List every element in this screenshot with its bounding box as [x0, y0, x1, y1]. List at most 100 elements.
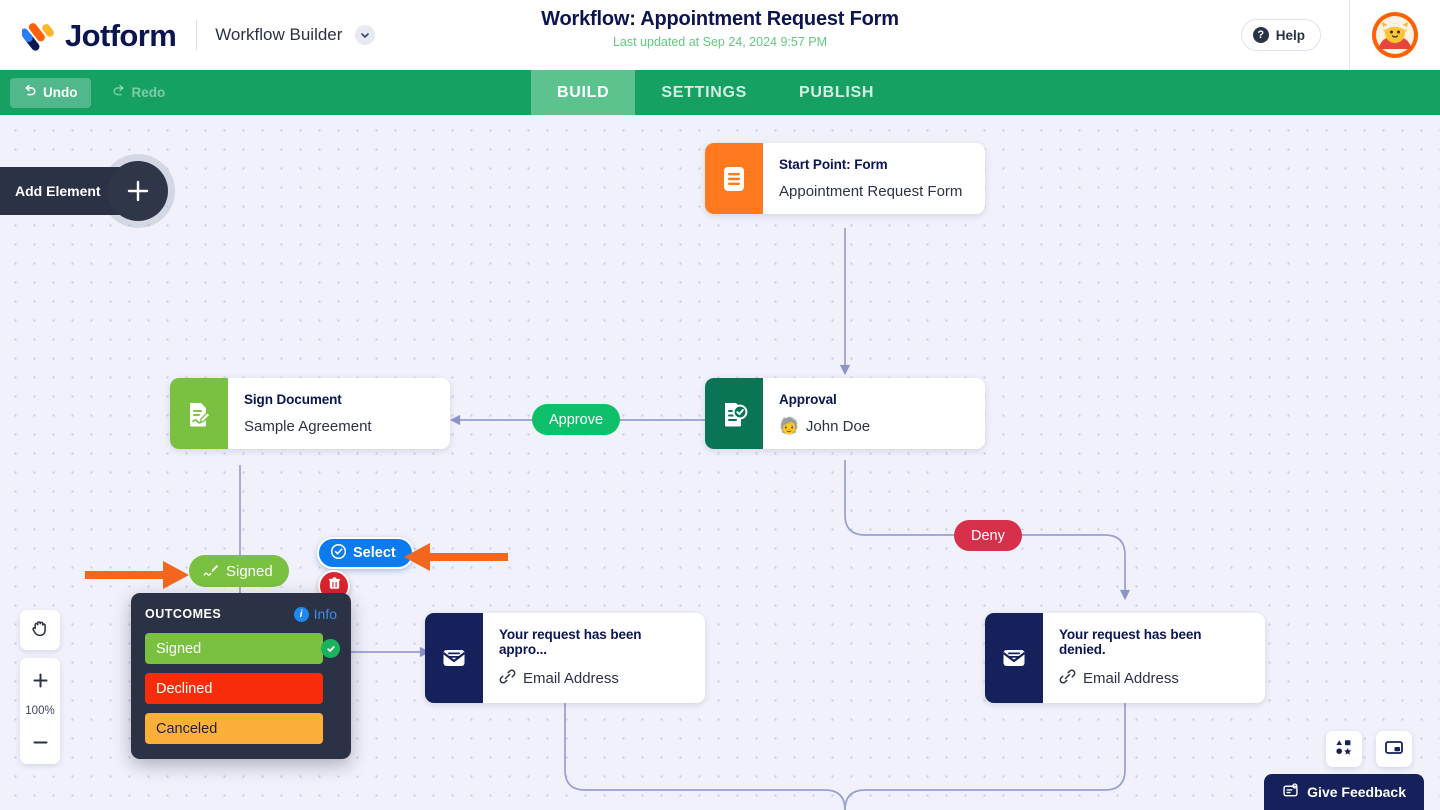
edge-label-text: Signed [226, 562, 273, 580]
zoom-in-button[interactable] [24, 664, 56, 696]
pan-tool-button[interactable] [20, 610, 60, 650]
undo-redo-group: Undo Redo [0, 77, 179, 108]
info-label: Info [313, 606, 337, 622]
approval-check-document-icon [705, 378, 763, 449]
select-button[interactable]: Select [317, 537, 414, 569]
jotform-logo-icon [20, 18, 56, 52]
edge-label-approve[interactable]: Approve [532, 404, 621, 435]
header-divider [196, 20, 198, 50]
node-title: Your request has been appro... [499, 627, 642, 657]
outcome-row[interactable]: Declined [145, 673, 337, 704]
signature-pen-icon [202, 560, 220, 582]
select-button-label: Select [353, 545, 396, 561]
node-email-denied[interactable]: Your request has been denied. Email Addr… [985, 613, 1265, 703]
outcomes-panel[interactable]: OUTCOMES i Info Signed Declined [131, 593, 351, 759]
node-subtitle: 🧓 John Doe [779, 418, 870, 435]
undo-label: Undo [43, 85, 78, 100]
envelope-icon [425, 613, 483, 703]
outcome-option-declined[interactable]: Declined [145, 673, 323, 704]
outcomes-info-link[interactable]: i Info [293, 606, 337, 622]
node-subtitle: Sample Agreement [244, 418, 372, 435]
undo-arrow-icon [23, 84, 37, 101]
add-element-label: Add Element [15, 183, 101, 199]
node-text-block: Start Point: Form Appointment Request Fo… [763, 143, 980, 214]
outcome-row[interactable]: Signed [145, 633, 340, 664]
outcomes-header: OUTCOMES i Info [145, 606, 337, 622]
build-toolbar: Undo Redo BUILD SETTINGS PUBLISH [0, 70, 1440, 115]
product-switcher[interactable]: Workflow Builder [215, 25, 375, 46]
redo-button[interactable]: Redo [99, 78, 179, 108]
trash-icon [327, 576, 342, 596]
feedback-icon [1282, 782, 1299, 802]
form-document-icon [705, 143, 763, 214]
node-subtitle: Email Address [499, 668, 687, 689]
help-button[interactable]: ? Help [1240, 19, 1321, 51]
info-icon: i [293, 606, 309, 622]
edge-label-deny[interactable]: Deny [954, 520, 1022, 551]
outcome-option-canceled[interactable]: Canceled [145, 713, 323, 744]
node-sign-document[interactable]: Sign Document Sample Agreement [170, 378, 450, 449]
node-subtitle-text: John Doe [805, 418, 871, 435]
tab-publish[interactable]: PUBLISH [799, 83, 875, 101]
outcome-row[interactable]: Canceled [145, 713, 337, 744]
assignee-avatar-emoji: 🧓 [779, 417, 799, 435]
zoom-level-label: 100% [25, 705, 55, 717]
edge-label-signed[interactable]: Signed [189, 555, 289, 587]
outcome-option-signed[interactable]: Signed [145, 633, 323, 664]
minimap-button[interactable] [1376, 731, 1412, 767]
node-title: Your request has been denied. [1059, 627, 1202, 657]
minimap-icon [1383, 736, 1405, 763]
node-text-block: Your request has been denied. Email Addr… [1043, 613, 1265, 703]
shapes-legend-button[interactable] [1326, 731, 1362, 767]
zoom-out-button[interactable] [24, 726, 56, 758]
undo-button[interactable]: Undo [10, 77, 91, 108]
outcome-label: Declined [156, 680, 213, 697]
node-text-block: Your request has been appro... Email Add… [483, 613, 705, 703]
node-text-block: Sign Document Sample Agreement [228, 378, 390, 449]
edge-label-text: Deny [971, 527, 1005, 544]
node-subtitle-text: Email Address [523, 670, 619, 687]
tab-build[interactable]: BUILD [531, 70, 636, 115]
brand-area[interactable]: Jotform [0, 17, 177, 53]
workflow-canvas[interactable]: Add Element Start Point: Form Appointmen… [0, 115, 1440, 810]
node-title: Approval [779, 392, 837, 407]
help-label: Help [1275, 27, 1305, 43]
check-circle-filled-icon [321, 639, 340, 658]
shapes-legend-icon [1334, 737, 1354, 762]
plus-icon[interactable] [108, 161, 168, 221]
avatar[interactable] [1372, 12, 1418, 58]
node-subtitle: Email Address [1059, 668, 1247, 689]
node-title: Sign Document [244, 392, 342, 407]
header-actions: ? Help [1240, 0, 1440, 70]
node-title: Start Point: Form [779, 157, 888, 172]
node-subtitle-text: Email Address [1083, 670, 1179, 687]
product-label: Workflow Builder [215, 24, 343, 44]
outcome-label: Signed [156, 640, 202, 657]
tab-settings[interactable]: SETTINGS [661, 83, 747, 101]
node-approval[interactable]: Approval 🧓 John Doe [705, 378, 985, 449]
redo-arrow-icon [112, 84, 126, 101]
top-header-bar: Jotform Workflow Builder Workflow: Appoi… [0, 0, 1440, 70]
envelope-icon [985, 613, 1043, 703]
give-feedback-label: Give Feedback [1307, 784, 1406, 800]
outcomes-title: OUTCOMES [145, 607, 222, 621]
zoom-controls: 100% [20, 658, 60, 764]
node-email-approved[interactable]: Your request has been appro... Email Add… [425, 613, 705, 703]
question-mark-icon: ? [1252, 27, 1269, 43]
hand-icon [30, 618, 50, 643]
link-chain-icon [1059, 668, 1076, 689]
sign-document-pen-icon [170, 378, 228, 449]
check-circle-icon [330, 543, 347, 564]
canvas-bottom-controls [1326, 731, 1412, 767]
header-divider-2 [1349, 0, 1350, 70]
outcome-label: Canceled [156, 720, 218, 737]
redo-label: Redo [131, 85, 166, 100]
node-start-point[interactable]: Start Point: Form Appointment Request Fo… [705, 143, 985, 214]
node-subtitle-text: Sample Agreement [244, 418, 372, 435]
node-subtitle-text: Appointment Request Form [779, 183, 963, 200]
give-feedback-button[interactable]: Give Feedback [1264, 774, 1424, 810]
chevron-down-icon[interactable] [354, 25, 375, 46]
edge-label-text: Approve [549, 411, 604, 428]
brand-name: Jotform [65, 17, 177, 53]
